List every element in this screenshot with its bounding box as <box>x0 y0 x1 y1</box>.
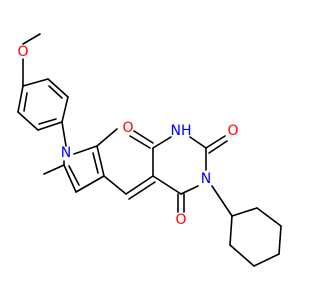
bond-aryl-6 <box>17 85 24 113</box>
bond-c3-ch <box>103 175 127 195</box>
bond-c6-c5 <box>152 175 182 195</box>
bond-nh-c2 <box>189 136 207 149</box>
carbonyl-oxygen-top-label: O <box>122 120 133 136</box>
bond-cy-4 <box>253 253 280 267</box>
bond-aryl-3 <box>61 96 69 123</box>
bond-pyrrole-c2-c3-inner <box>92 152 99 174</box>
carbonyl-oxygen-bottom-label: O <box>175 212 186 228</box>
bond-c2-o-a <box>205 135 226 149</box>
bond-aryl-n <box>61 121 67 147</box>
bonds <box>17 33 282 267</box>
bond-c2-o-b <box>208 140 228 154</box>
bond-methyl-o <box>22 33 41 45</box>
bond-c4-nh <box>152 136 172 149</box>
bond-aryl-inner-3 <box>23 92 28 112</box>
bond-cy-5 <box>229 244 255 267</box>
bond-methyl-c5 <box>43 164 65 175</box>
bond-aryl-1 <box>22 78 49 87</box>
bond-methyl-c2 <box>96 128 118 147</box>
bond-aryl-inner-2 <box>38 118 57 125</box>
bond-cy-2 <box>256 207 282 227</box>
bond-pyrrole-c2-c3 <box>96 145 105 177</box>
bond-pyrrole-n-c2 <box>73 145 98 155</box>
bond-aryl-inner-1 <box>48 85 63 99</box>
bond-aryl-2 <box>47 78 69 98</box>
bond-c4-o-b <box>133 130 154 144</box>
bond-n-cyclohexyl <box>211 185 233 217</box>
bond-cy-1 <box>231 207 258 217</box>
bond-n-c6 <box>180 185 199 195</box>
bond-cy-6 <box>229 215 233 246</box>
bond-c4-o-a <box>129 135 151 149</box>
amide-nh-label: NH <box>171 123 192 139</box>
bond-ch-c5-double-a <box>125 175 154 195</box>
molecule-structure: O N NH N O O O <box>17 33 282 267</box>
atom-labels: O N NH N O O O <box>17 44 238 228</box>
bond-aryl-4 <box>37 121 63 131</box>
carbonyl-oxygen-right-label: O <box>227 123 238 139</box>
bond-pyrrole-c4-c5-inner <box>68 165 80 186</box>
bond-pyrrole-c3-c4 <box>75 175 105 193</box>
bond-aryl-5 <box>17 111 39 131</box>
bond-ch-c5-double-b <box>128 181 156 200</box>
methoxy-oxygen-label: O <box>17 44 28 60</box>
imide-nitrogen-label: N <box>201 171 211 187</box>
bond-pyrrole-c4-c5 <box>63 164 77 193</box>
bond-cy-3 <box>278 225 282 255</box>
pyrrole-nitrogen-label: N <box>61 145 71 161</box>
